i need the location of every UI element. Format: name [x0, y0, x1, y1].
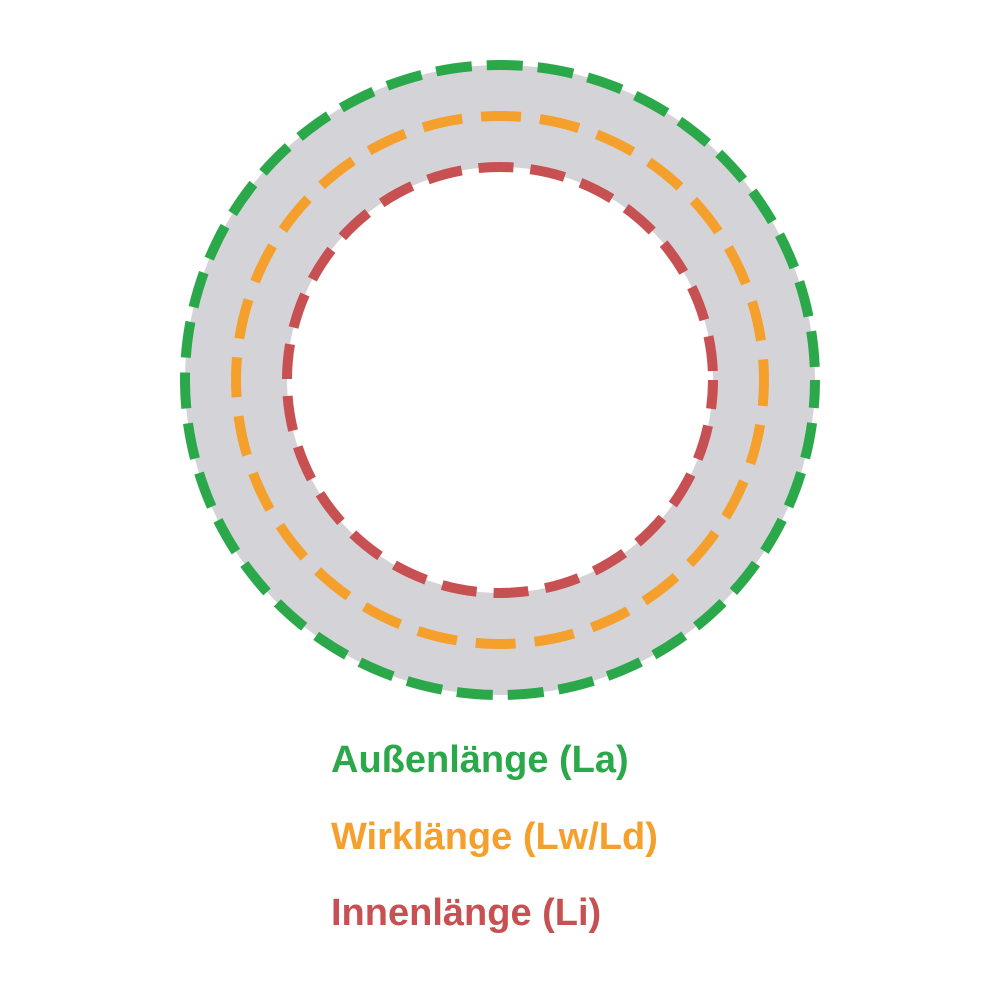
effective-length-circle [231, 111, 769, 649]
inner-length-label: Innenlänge (Li) [331, 892, 601, 934]
belt-ring [185, 65, 815, 695]
effective-length-label: Wirklänge (Lw/Ld) [331, 816, 658, 858]
outer-length-circle [180, 60, 820, 700]
outer-length-label: Außenlänge (La) [331, 739, 629, 781]
inner-length-circle [282, 162, 718, 598]
